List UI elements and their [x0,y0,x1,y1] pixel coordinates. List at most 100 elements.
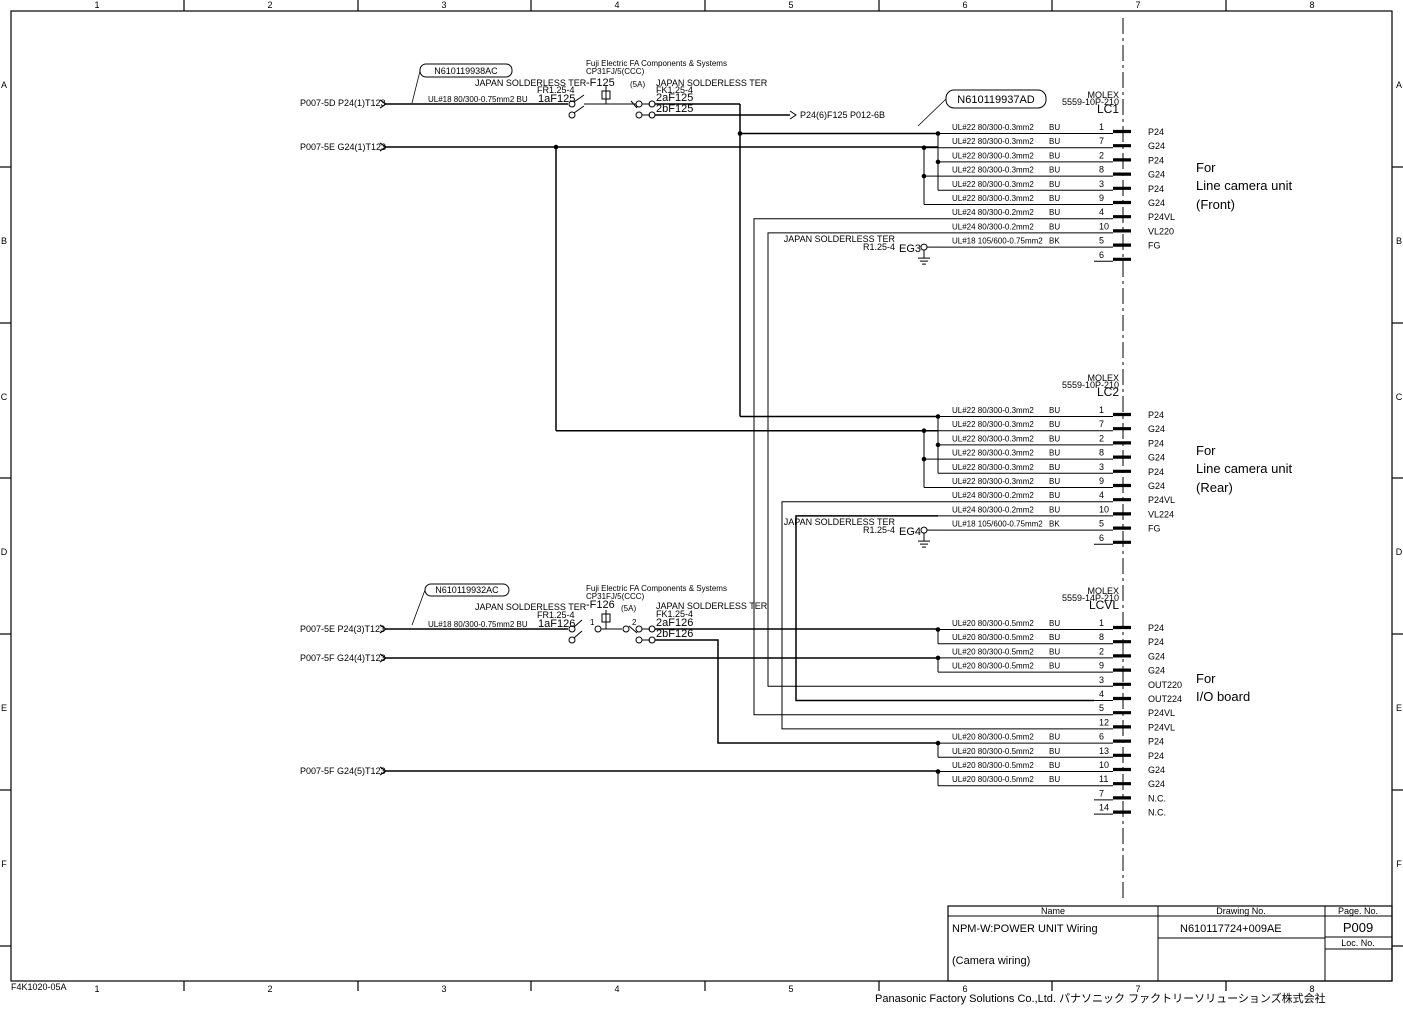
wire-color: BU [1049,420,1060,429]
connector-maker: MOLEX [1087,586,1119,596]
wire-spec: UL#22 80/300-0.3mm2 [952,137,1034,146]
junction-dot [553,144,559,150]
input-label: P007-5D P24(1)T123 [300,98,386,108]
pin-signal: N.C. [1148,793,1166,803]
connector-maker: MOLEX [1087,90,1119,100]
grid-row-label: A [1396,80,1402,90]
svg-text:-F125: -F125 [586,77,615,89]
svg-text:JAPAN SOLDERLESS TER: JAPAN SOLDERLESS TER [656,601,768,611]
wire-color: BU [1049,761,1060,770]
wire-spec: UL#22 80/300-0.3mm2 [952,449,1034,458]
wire-spec: UL#18 105/600-0.75mm2 [952,520,1043,529]
svg-text:P24(6)F125 P012-6B: P24(6)F125 P012-6B [800,110,885,120]
pin-number: 3 [1099,179,1104,189]
pin-number: 8 [1099,632,1104,642]
grid-row-label: A [1,80,7,90]
wire-color: BU [1049,151,1060,160]
svg-text:Fuji Electric FA Components &: Fuji Electric FA Components & Systems [586,584,727,593]
wire-spec: UL#22 80/300-0.3mm2 [952,194,1034,203]
svg-text:(5A): (5A) [621,604,636,613]
connector-ref: LC2 [1097,385,1119,399]
wire-color: BU [1049,137,1060,146]
pin-number: 4 [1099,490,1104,500]
svg-text:JAPAN SOLDERLESS TER: JAPAN SOLDERLESS TER [475,78,587,88]
svg-text:2bF126: 2bF126 [656,628,693,640]
connector-purpose: Line camera unit [1196,178,1292,193]
pin-signal: G24 [1148,141,1165,151]
wire-spec: UL#22 80/300-0.3mm2 [952,477,1034,486]
pin-number: 4 [1099,689,1104,699]
drawing-border [10,10,1393,982]
svg-text:Fuji Electric FA Components &: Fuji Electric FA Components & Systems [586,59,727,68]
connector-ref: LCVL [1089,598,1119,612]
wire-spec: UL#20 80/300-0.5mm2 [952,733,1034,742]
grid-col-label: 7 [1135,0,1140,10]
wire-color: BU [1049,194,1060,203]
title-block: Name Drawing No. Page. No. Loc. No. NPM-… [947,905,1393,982]
svg-text:CP31FJ/5(CCC): CP31FJ/5(CCC) [586,67,645,76]
wire-spec: UL#20 80/300-0.5mm2 [952,761,1034,770]
bus-wires [386,104,1094,786]
connector-ref: LC1 [1097,102,1119,116]
wire-color: BU [1049,463,1060,472]
wire-color: BU [1049,647,1060,656]
grid-col-label: 6 [962,984,967,994]
input-p24-1: P007-5D P24(1)T123 [300,98,388,109]
wire-color: BU [1049,633,1060,642]
pin-signal: G24 [1148,424,1165,434]
pin-number: 3 [1099,675,1104,685]
input-label: P007-5E G24(1)T123 [300,142,386,152]
wire-color: BU [1049,775,1060,784]
svg-text:N610119932AC: N610119932AC [435,585,499,595]
harness-tag-1: N610119938AC [411,63,513,104]
connector-pin-row: 6 [1094,250,1131,262]
svg-text:2aF126: 2aF126 [656,617,693,629]
pin-signal: P24 [1148,184,1164,194]
svg-text:2aF125: 2aF125 [656,92,693,104]
drawing-name-line2: (Camera wiring) [952,955,1030,967]
svg-text:1aF126: 1aF126 [538,618,575,630]
wire-spec: UL#20 80/300-0.5mm2 [952,647,1034,656]
wire-color: BU [1049,166,1060,175]
grid-col-label: 7 [1135,984,1140,994]
ground-pn: R1.25-4 [863,525,895,535]
pin-signal: G24 [1148,198,1165,208]
pin-number: 2 [1099,646,1104,656]
wire-spec: UL#22 80/300-0.3mm2 [952,420,1034,429]
pin-number: 3 [1099,462,1104,472]
svg-text:UL#18 80/300-0.75mm2 BU: UL#18 80/300-0.75mm2 BU [428,95,528,104]
svg-text:CP31FJ/5(CCC): CP31FJ/5(CCC) [586,592,645,601]
svg-text:N610119937AD: N610119937AD [957,94,1035,106]
pin-number: 10 [1099,221,1109,231]
pin-signal: P24VL [1148,495,1175,505]
pin-signal: P24 [1148,155,1164,165]
grid-col-label: 8 [1309,984,1314,994]
pin-number: 8 [1099,165,1104,175]
svg-text:2bF125: 2bF125 [656,103,693,115]
svg-text:JAPAN SOLDERLESS TER: JAPAN SOLDERLESS TER [656,78,768,88]
grid-row-label: F [1396,859,1402,869]
company-name: Panasonic Factory Solutions Co.,Ltd. パナソ… [875,991,1326,1005]
pin-number: 8 [1099,448,1104,458]
connector-maker: MOLEX [1087,373,1119,383]
pin-signal: G24 [1148,170,1165,180]
input-label: P007-5F G24(4)T123 [300,653,386,663]
svg-text:2: 2 [632,618,637,627]
